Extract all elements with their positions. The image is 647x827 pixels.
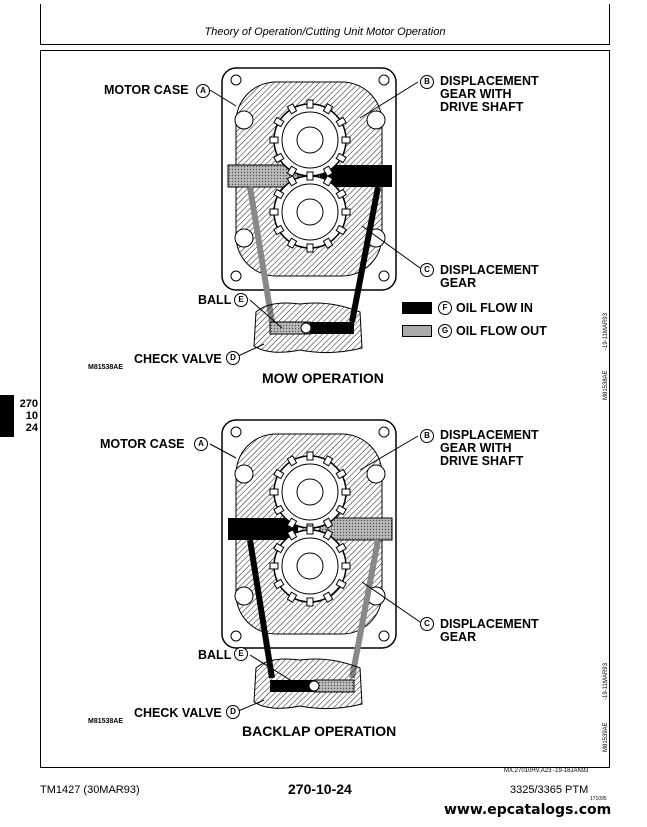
bottom-label-ball: BALL xyxy=(198,648,232,662)
top-label-displacement-gear: DISPLACEMENT GEAR xyxy=(440,263,539,290)
section-tab-text: 270 10 24 xyxy=(19,398,38,434)
footer-model: 3325/3365 PTM xyxy=(510,784,589,796)
bottom-side-code-1: M81539AE xyxy=(603,722,609,752)
footer-page-number: 270-10-24 xyxy=(288,781,352,797)
legend-oil-flow-in: OIL FLOW IN xyxy=(456,301,533,315)
bottom-figure-id: M81538AE xyxy=(88,718,124,725)
top-side-code-2: -19-11MAR93 xyxy=(603,313,609,350)
top-operation-title: MOW OPERATION xyxy=(262,370,384,386)
top-callout-c: C xyxy=(420,263,434,277)
bottom-callout-c: C xyxy=(420,617,434,631)
bottom-callout-a: A xyxy=(194,437,208,451)
top-label-check-valve: CHECK VALVE xyxy=(134,352,222,366)
legend-callout-g: G xyxy=(438,324,452,338)
top-label-ball: BALL xyxy=(198,293,232,307)
bottom-label-displacement-gear: DISPLACEMENT GEAR xyxy=(440,617,539,644)
bottom-operation-title: BACKLAP OPERATION xyxy=(242,723,397,739)
bottom-callout-b: B xyxy=(420,429,434,443)
top-callout-d: D xyxy=(226,351,240,365)
bottom-callout-e: E xyxy=(234,647,248,661)
bottom-callout-d: D xyxy=(226,705,240,719)
watermark: www.epcatalogs.com xyxy=(444,802,612,818)
top-callout-e: E xyxy=(234,293,248,307)
footer-manual-id: TM1427 (30MAR93) xyxy=(40,784,140,796)
top-figure-id: M81538AE xyxy=(88,364,124,371)
section-tab xyxy=(0,395,14,437)
legend-callout-f: F xyxy=(438,301,452,315)
footer-date: 171095 xyxy=(590,796,607,802)
top-label-motor-case: MOTOR CASE xyxy=(104,83,189,97)
page-title: Theory of Operation/Cutting Unit Motor O… xyxy=(204,26,446,38)
top-side-code-1: M81538AE xyxy=(603,370,609,400)
top-callout-b: B xyxy=(420,75,434,89)
top-motor-case xyxy=(221,67,397,354)
doc-code: MX,27010HV,A23 -19-18JAN93 xyxy=(504,768,589,774)
legend-oil-flow-out: OIL FLOW OUT xyxy=(456,324,547,338)
bottom-label-check-valve: CHECK VALVE xyxy=(134,706,222,720)
top-callout-a: A xyxy=(196,84,210,98)
top-label-displacement-gear-drive: DISPLACEMENT GEAR WITH DRIVE SHAFT xyxy=(440,74,539,114)
legend-oil-in-swatch xyxy=(402,302,432,314)
bottom-label-motor-case: MOTOR CASE xyxy=(100,437,185,451)
legend-oil-out-swatch xyxy=(402,325,432,337)
bottom-side-code-2: -19-11MAR93 xyxy=(603,663,609,700)
figure-frame xyxy=(40,50,610,768)
bottom-label-displacement-gear-drive: DISPLACEMENT GEAR WITH DRIVE SHAFT xyxy=(440,428,539,468)
bottom-motor-case xyxy=(221,419,397,710)
header-rule xyxy=(40,4,610,45)
